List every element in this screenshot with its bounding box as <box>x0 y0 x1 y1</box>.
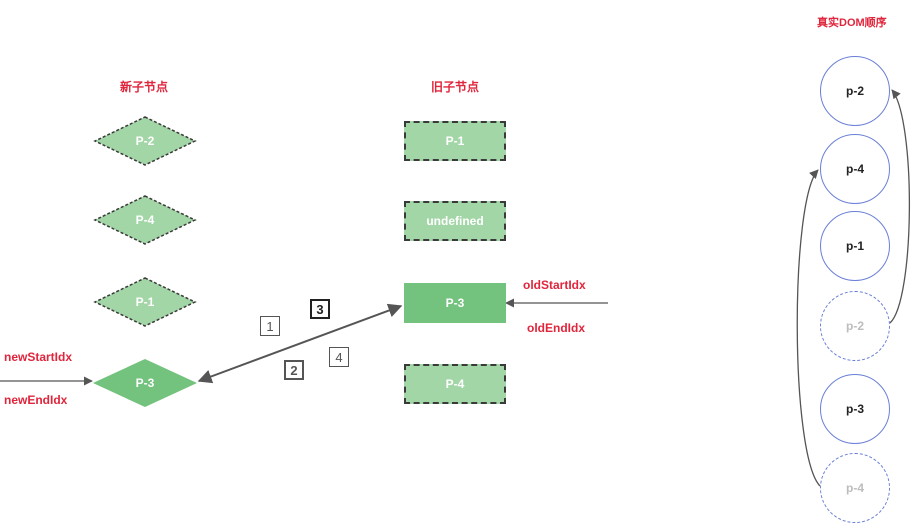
real-dom-order-heading: 真实DOM顺序 <box>817 17 887 29</box>
old-child-node-3: P-4 <box>404 364 506 404</box>
dom-node-4: p-3 <box>820 374 890 444</box>
dom-node-3: p-2 <box>820 291 890 361</box>
old-child-node-0: P-1 <box>404 121 506 161</box>
step-box-1: 1 <box>260 316 280 336</box>
old-end-idx-label: oldEndIdx <box>527 321 585 335</box>
old-start-idx-label: oldStartIdx <box>523 278 586 292</box>
dom-node-0: p-2 <box>820 56 890 126</box>
old-children-heading: 旧子节点 <box>431 80 480 94</box>
match-arrow <box>197 303 403 384</box>
new-child-diamond-0: P-2 <box>93 116 197 166</box>
new-child-label: P-3 <box>136 376 155 390</box>
new-child-label: P-4 <box>136 213 155 227</box>
old-child-node-2: P-3 <box>404 283 506 323</box>
new-children-heading: 新子节点 <box>120 80 169 94</box>
new-child-label: P-2 <box>136 134 155 148</box>
dom-node-2: p-1 <box>820 211 890 281</box>
new-child-diamond-2: P-1 <box>93 277 197 327</box>
step-box-3: 3 <box>310 299 330 319</box>
new-child-diamond-1: P-4 <box>93 195 197 245</box>
dom-node-1: p-4 <box>820 134 890 204</box>
step-box-2: 2 <box>284 360 304 380</box>
old-child-node-1: undefined <box>404 201 506 241</box>
step-box-4: 4 <box>329 347 349 367</box>
new-end-idx-label: newEndIdx <box>4 393 68 407</box>
new-start-idx-label: newStartIdx <box>4 350 73 364</box>
dom-node-5: p-4 <box>820 453 890 523</box>
dom-move-arrow-bottom <box>796 169 821 487</box>
new-child-diamond-3: P-3 <box>93 359 197 407</box>
dom-move-arrow-top <box>889 89 911 324</box>
new-child-label: P-1 <box>136 295 155 309</box>
